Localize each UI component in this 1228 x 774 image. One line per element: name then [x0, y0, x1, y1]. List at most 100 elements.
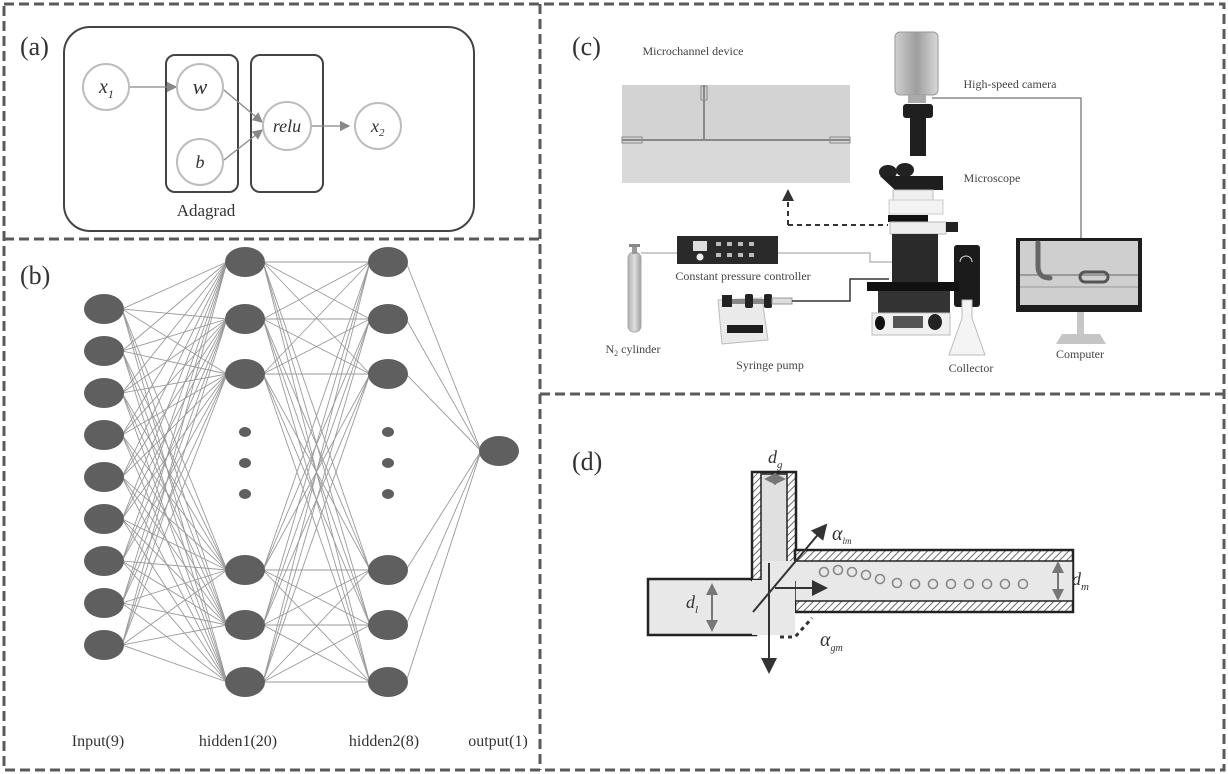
high-speed-camera-label: High-speed camera	[964, 77, 1058, 91]
t-junction-schematic	[646, 470, 1075, 674]
hidden1-node	[225, 304, 265, 334]
network-edge	[121, 350, 228, 375]
network-nodes	[84, 247, 519, 697]
network-edge	[121, 318, 228, 646]
network-edge	[121, 569, 228, 604]
svg-text:x1: x1	[98, 76, 114, 101]
alpha-lm-arrow	[752, 523, 828, 613]
network-edge	[121, 373, 228, 520]
network-edge	[121, 518, 228, 571]
ellipsis-dot	[239, 427, 251, 437]
network-edge	[121, 261, 228, 520]
input-node	[84, 420, 124, 450]
network-edge	[121, 373, 228, 478]
bubble	[927, 578, 939, 590]
svg-text:relu: relu	[273, 116, 301, 136]
hidden2-node	[368, 247, 408, 277]
network-edge	[405, 450, 482, 626]
network-edge	[121, 373, 228, 394]
network-edge	[262, 261, 371, 375]
ellipsis-dot	[239, 489, 251, 499]
hidden2-node	[368, 555, 408, 585]
panel-a-label: (a)	[20, 32, 49, 61]
network-edge	[121, 318, 228, 352]
adagrad-box	[165, 54, 239, 193]
network-edge	[121, 434, 228, 626]
hidden2-node	[368, 667, 408, 697]
input-node	[84, 462, 124, 492]
network-edge	[121, 518, 228, 626]
alpha-lm-symbol: αlm	[832, 523, 852, 546]
network-edge	[405, 261, 482, 452]
network-edge	[121, 318, 228, 562]
pressure-controller-label: Constant pressure controller	[675, 269, 810, 283]
panel-a: (a) x1 w b relu x2 Adagrad	[20, 26, 475, 232]
panel-b: (b) Input(9) hidden1(20) hidden2(8) outp…	[20, 247, 528, 750]
node-relu: relu	[262, 101, 312, 151]
input-node	[84, 336, 124, 366]
output-node	[479, 436, 519, 466]
input-node	[84, 630, 124, 660]
network-edge	[121, 373, 228, 436]
bubble	[945, 578, 957, 590]
node-x2: x2	[354, 102, 402, 150]
bubbles	[818, 564, 1029, 590]
input-node	[84, 378, 124, 408]
node-b: b	[176, 138, 224, 186]
camera-computer-cable	[932, 97, 1082, 238]
collector-flask-image	[948, 299, 986, 356]
hidden1-node	[225, 555, 265, 585]
network-edge	[121, 373, 228, 646]
bubble	[1017, 578, 1029, 590]
network-edge	[121, 560, 228, 626]
network-edge	[121, 261, 228, 436]
bubble	[963, 578, 975, 590]
bubble	[818, 566, 830, 578]
ellipsis-dot	[382, 458, 394, 468]
computer-image	[1016, 238, 1142, 344]
network-edge	[121, 644, 228, 683]
panel-d-label: (d)	[572, 447, 602, 476]
node-x1: x1	[82, 63, 130, 111]
network-edge	[121, 318, 228, 604]
svg-text:b: b	[196, 152, 205, 172]
network-edge	[121, 308, 228, 683]
network-edge	[121, 308, 228, 375]
layer-label-input: Input(9)	[72, 733, 124, 750]
layer-label-hidden2: hidden2(8)	[349, 733, 419, 750]
network-edge	[121, 602, 228, 626]
hidden2-node	[368, 610, 408, 640]
network-edge	[121, 261, 228, 478]
network-edge	[121, 476, 228, 571]
network-edge	[405, 450, 482, 683]
network-edge	[262, 318, 371, 683]
bubble	[846, 566, 858, 578]
network-edge	[121, 318, 228, 436]
network-edge	[121, 373, 228, 562]
layer-label-hidden1: hidden1(20)	[199, 733, 277, 750]
controller-microscope-tube	[778, 252, 892, 263]
layer-label-output: output(1)	[468, 733, 528, 750]
ellipsis-dot	[382, 489, 394, 499]
network-edge	[121, 624, 228, 646]
layer-labels: Input(9) hidden1(20) hidden2(8) output(1…	[72, 733, 528, 750]
hidden2-node	[368, 304, 408, 334]
node-w: w	[176, 63, 224, 111]
panel-c-label: (c)	[572, 32, 601, 61]
input-node	[84, 546, 124, 576]
bubble	[909, 578, 921, 590]
hidden2-node	[368, 359, 408, 389]
network-edge	[262, 373, 371, 683]
hidden1-node	[225, 610, 265, 640]
microchannel-device-label: Microchannel device	[643, 44, 744, 58]
network-edge	[121, 560, 228, 571]
network-edges	[121, 261, 482, 683]
panel-d: (d) dg dl dm αlm αg	[572, 447, 1089, 674]
pressure-controller-image	[677, 236, 778, 264]
input-node	[84, 588, 124, 618]
network-edge	[121, 318, 228, 394]
network-edge	[405, 450, 482, 571]
